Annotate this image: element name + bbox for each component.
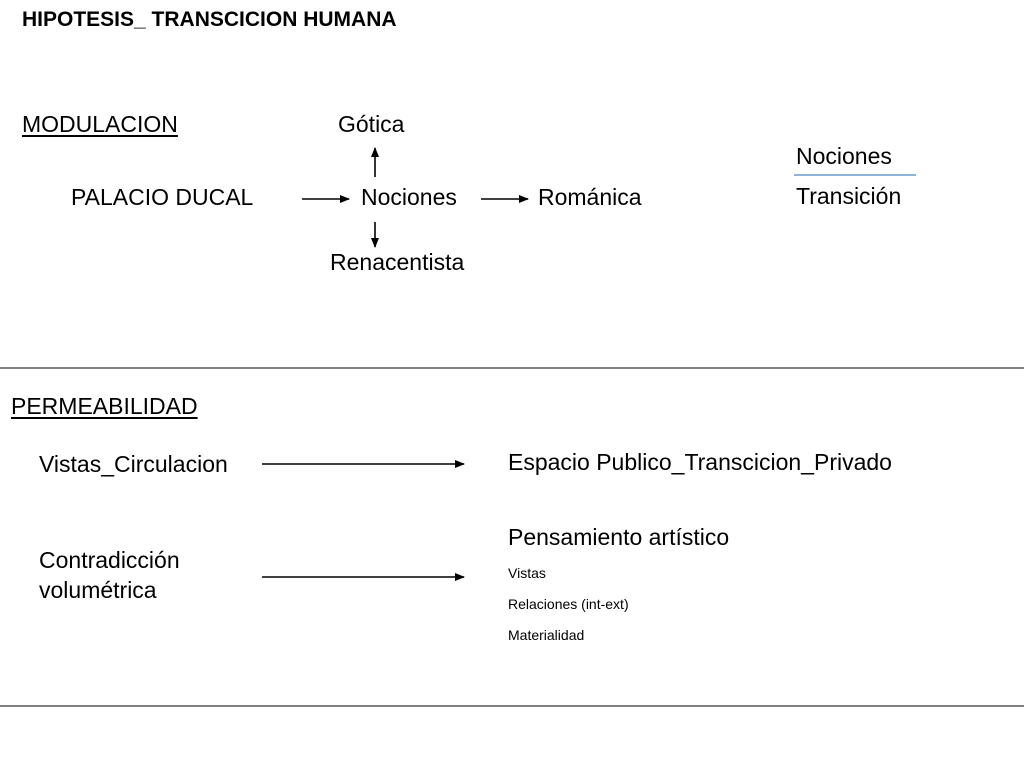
list-item-materialidad: Materialidad [508, 627, 585, 643]
node-renacentista: Renacentista [330, 249, 465, 275]
page-title: HIPOTESIS_ TRANSCICION HUMANA [22, 8, 397, 31]
node-romanica: Románica [538, 184, 642, 210]
modulacion-heading: MODULACION [22, 111, 178, 137]
list-item-vistas: Vistas [508, 565, 546, 581]
node-contradiccion: Contradicción [39, 547, 180, 573]
permeabilidad-heading: PERMEABILIDAD [11, 393, 198, 419]
node-gotica: Gótica [338, 111, 405, 137]
node-volumetrica: volumétrica [39, 577, 157, 603]
node-espacio-publico: Espacio Publico_Transcicion_Privado [508, 449, 892, 475]
list-item-relaciones: Relaciones (int-ext) [508, 596, 629, 612]
fraction-denominator: Transición [796, 183, 902, 209]
fraction-numerator: Nociones [796, 143, 892, 169]
node-palacio-ducal: PALACIO DUCAL [71, 184, 254, 210]
node-pensamiento-artistico: Pensamiento artístico [508, 524, 730, 550]
node-nociones: Nociones [361, 184, 457, 210]
node-vistas-circulacion: Vistas_Circulacion [39, 451, 228, 477]
